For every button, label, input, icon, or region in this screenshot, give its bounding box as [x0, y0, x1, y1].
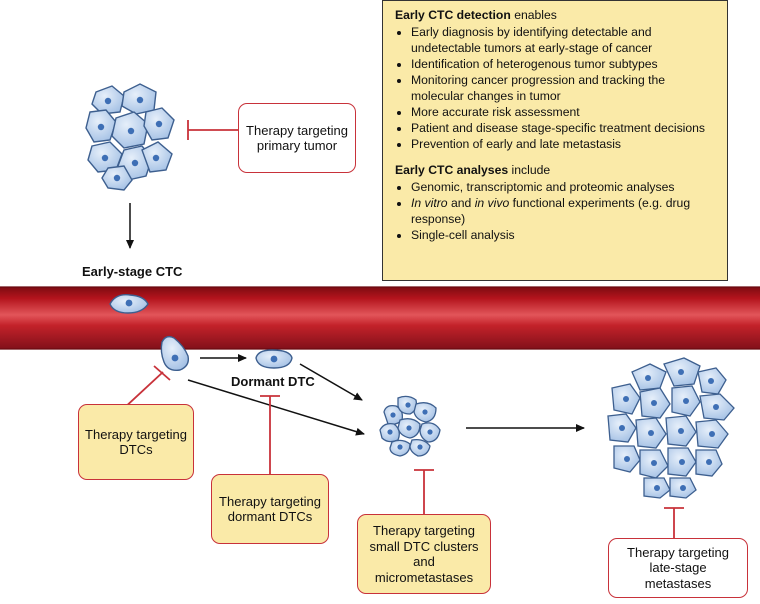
inhibitor-dtcs — [121, 365, 171, 411]
dormant-dtc-cell — [255, 349, 293, 369]
list-item: In vitro and in vivo functional experime… — [411, 195, 717, 227]
detection-list: Early diagnosis by identifying detectabl… — [395, 24, 717, 152]
early-stage-ctc-label: Early-stage CTC — [82, 264, 183, 279]
extravasating-cell — [160, 335, 190, 372]
small-dtc-cluster — [379, 395, 441, 457]
inhibitor-late-stage — [664, 507, 684, 538]
ctc-info-panel: Early CTC detection enables Early diagno… — [382, 0, 728, 281]
early-stage-ctc-cell — [109, 294, 149, 314]
therapy-dormant-dtcs-box: Therapy targeting dormant DTCs — [211, 474, 329, 544]
therapy-dtcs-box: Therapy targeting DTCs — [78, 404, 194, 480]
inhibitor-dormant-dtcs — [260, 395, 280, 474]
list-item: Genomic, transcriptomic and proteomic an… — [411, 179, 717, 195]
list-item: Monitoring cancer progression and tracki… — [411, 72, 717, 104]
list-item: Single-cell analysis — [411, 227, 717, 243]
therapy-small-clusters-box: Therapy targeting small DTC clusters and… — [357, 514, 491, 594]
dormant-dtc-label: Dormant DTC — [231, 374, 315, 389]
list-item: Patient and disease stage-specific treat… — [411, 120, 717, 136]
analyses-heading: Early CTC analyses include — [395, 163, 551, 177]
arrow-cell-to-cluster — [187, 379, 365, 436]
inhibitor-small-clusters — [414, 469, 434, 514]
late-stage-metastasis-cluster — [607, 357, 735, 499]
list-item: Prevention of early and late metastasis — [411, 136, 717, 152]
therapy-primary-tumor-box: Therapy targeting primary tumor — [238, 103, 356, 173]
primary-tumor-cluster — [85, 83, 175, 191]
detection-heading: Early CTC detection enables — [395, 8, 557, 22]
arrow-dormant-to-cluster — [299, 363, 363, 401]
list-item: Early diagnosis by identifying detectabl… — [411, 24, 717, 56]
list-item: Identification of heterogenous tumor sub… — [411, 56, 717, 72]
list-item: More accurate risk assessment — [411, 104, 717, 120]
analyses-list: Genomic, transcriptomic and proteomic an… — [395, 179, 717, 243]
inhibitor-primary-tumor — [187, 120, 238, 140]
blood-vessel — [0, 286, 760, 350]
therapy-late-stage-box: Therapy targeting late-stage metastases — [608, 538, 748, 598]
